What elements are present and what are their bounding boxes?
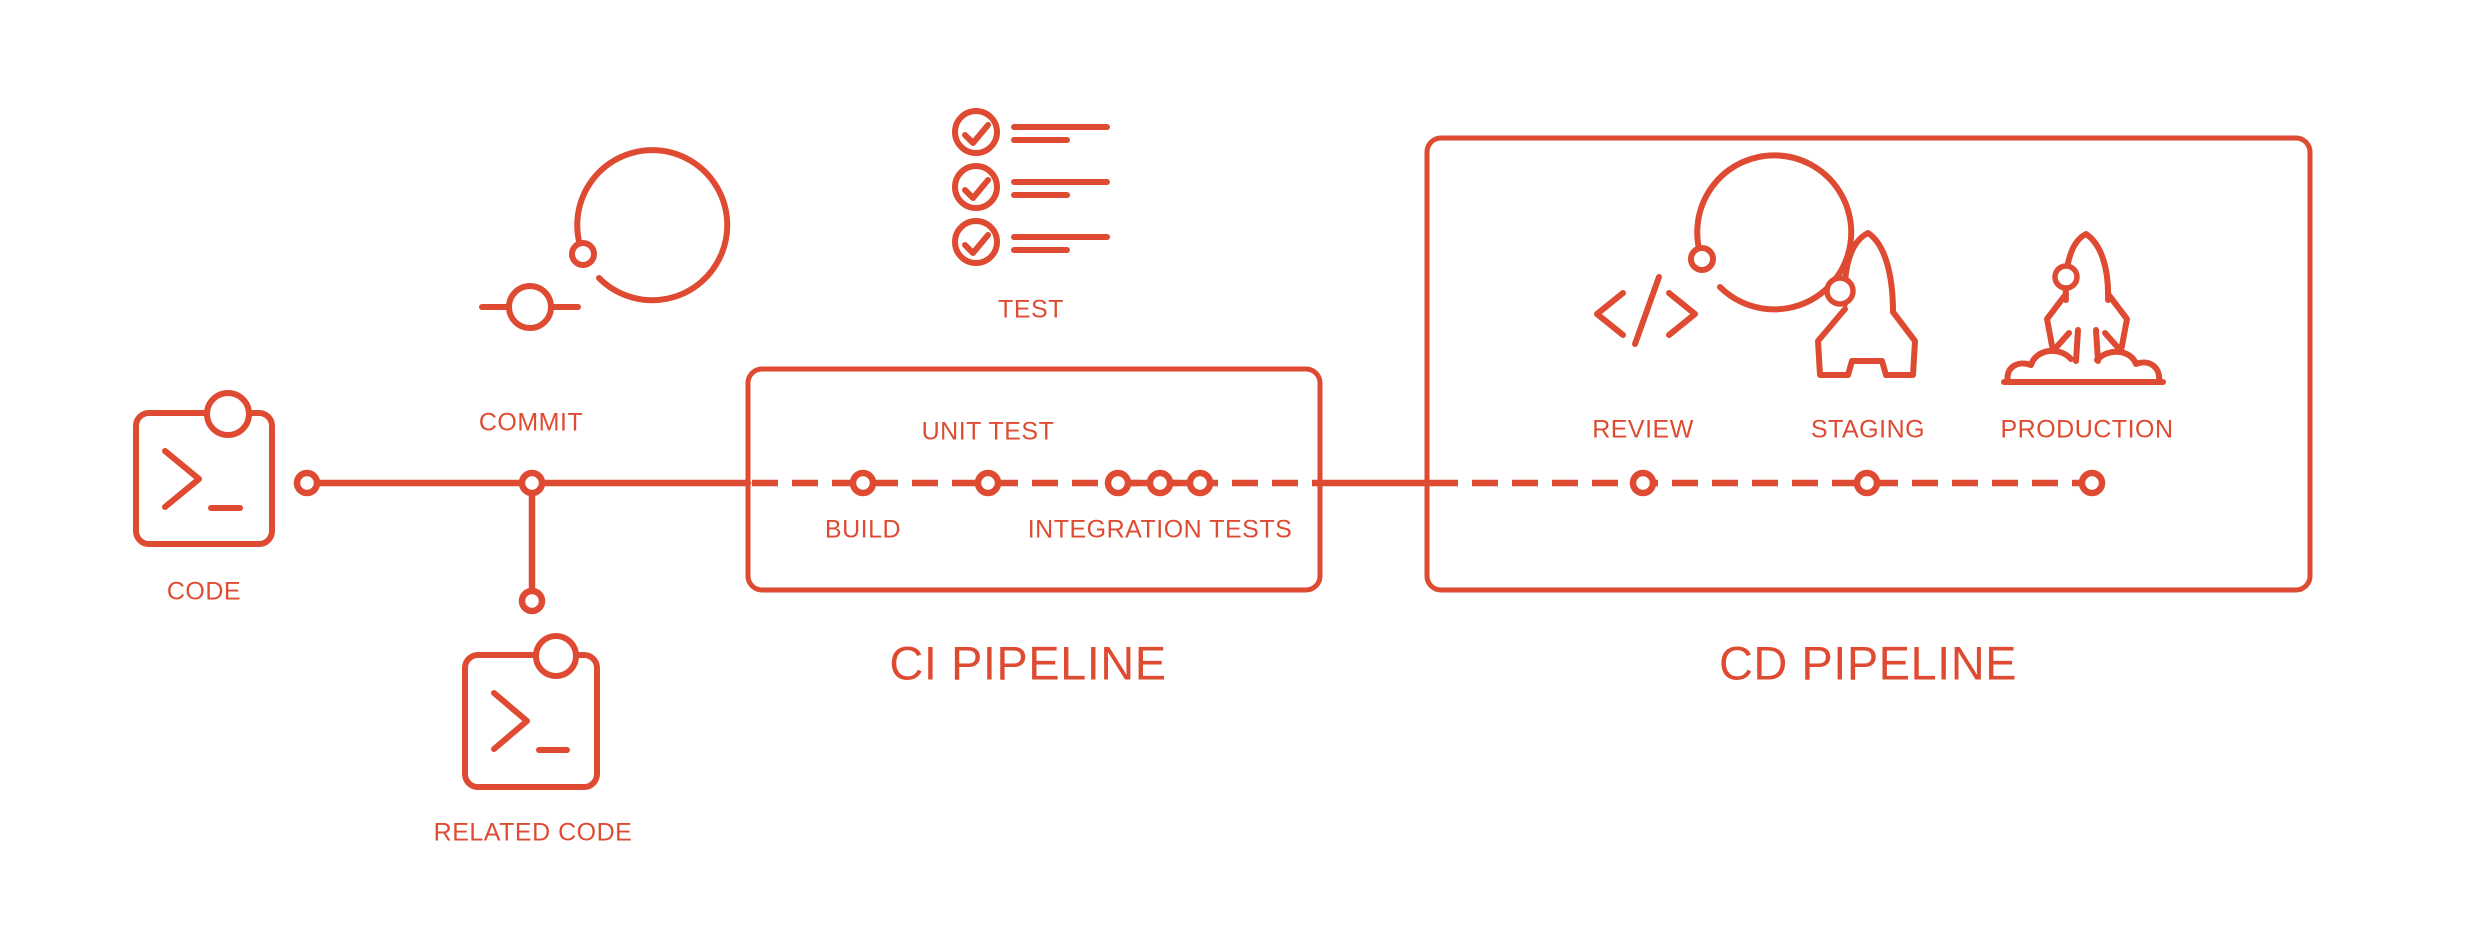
code-icon (133, 390, 275, 547)
node-production (2078, 469, 2106, 497)
ci-pipeline-box (745, 366, 1323, 593)
related-code-icon (462, 633, 600, 790)
production-launch-icon (2001, 231, 2166, 385)
integration-tests-label: INTEGRATION TESTS (1028, 516, 1293, 544)
checklist-row-3 (952, 218, 1110, 266)
pipeline-nodes (293, 469, 2106, 615)
node-unit-test (974, 469, 1002, 497)
cd-pipeline-title: CD PIPELINE (1719, 636, 2017, 689)
node-build (849, 469, 877, 497)
ci-pipeline-title: CI PIPELINE (889, 636, 1166, 689)
node-related-code (518, 587, 546, 615)
unit-test-label: UNIT TEST (922, 418, 1055, 446)
cd-pipeline-box (1424, 135, 2313, 593)
node-integration-3 (1186, 469, 1214, 497)
checklist-row-2 (952, 163, 1110, 211)
test-label: TEST (998, 296, 1064, 324)
test-checklist-icon (952, 108, 1110, 266)
node-review (1629, 469, 1657, 497)
production-label: PRODUCTION (2000, 416, 2173, 444)
staging-rocket-icon (1815, 230, 1918, 378)
node-integration-2 (1146, 469, 1174, 497)
review-label: REVIEW (1592, 416, 1694, 444)
related-code-label: RELATED CODE (434, 819, 633, 847)
node-start (293, 469, 321, 497)
node-commit (518, 469, 546, 497)
code-label: CODE (167, 578, 241, 606)
node-staging (1853, 469, 1881, 497)
node-integration-1 (1104, 469, 1132, 497)
review-code-icon (1594, 152, 1855, 347)
build-label: BUILD (825, 516, 901, 544)
commit-icon (479, 147, 731, 331)
checklist-row-1 (952, 108, 1110, 156)
commit-label: COMMIT (479, 409, 583, 437)
staging-label: STAGING (1811, 416, 1925, 444)
